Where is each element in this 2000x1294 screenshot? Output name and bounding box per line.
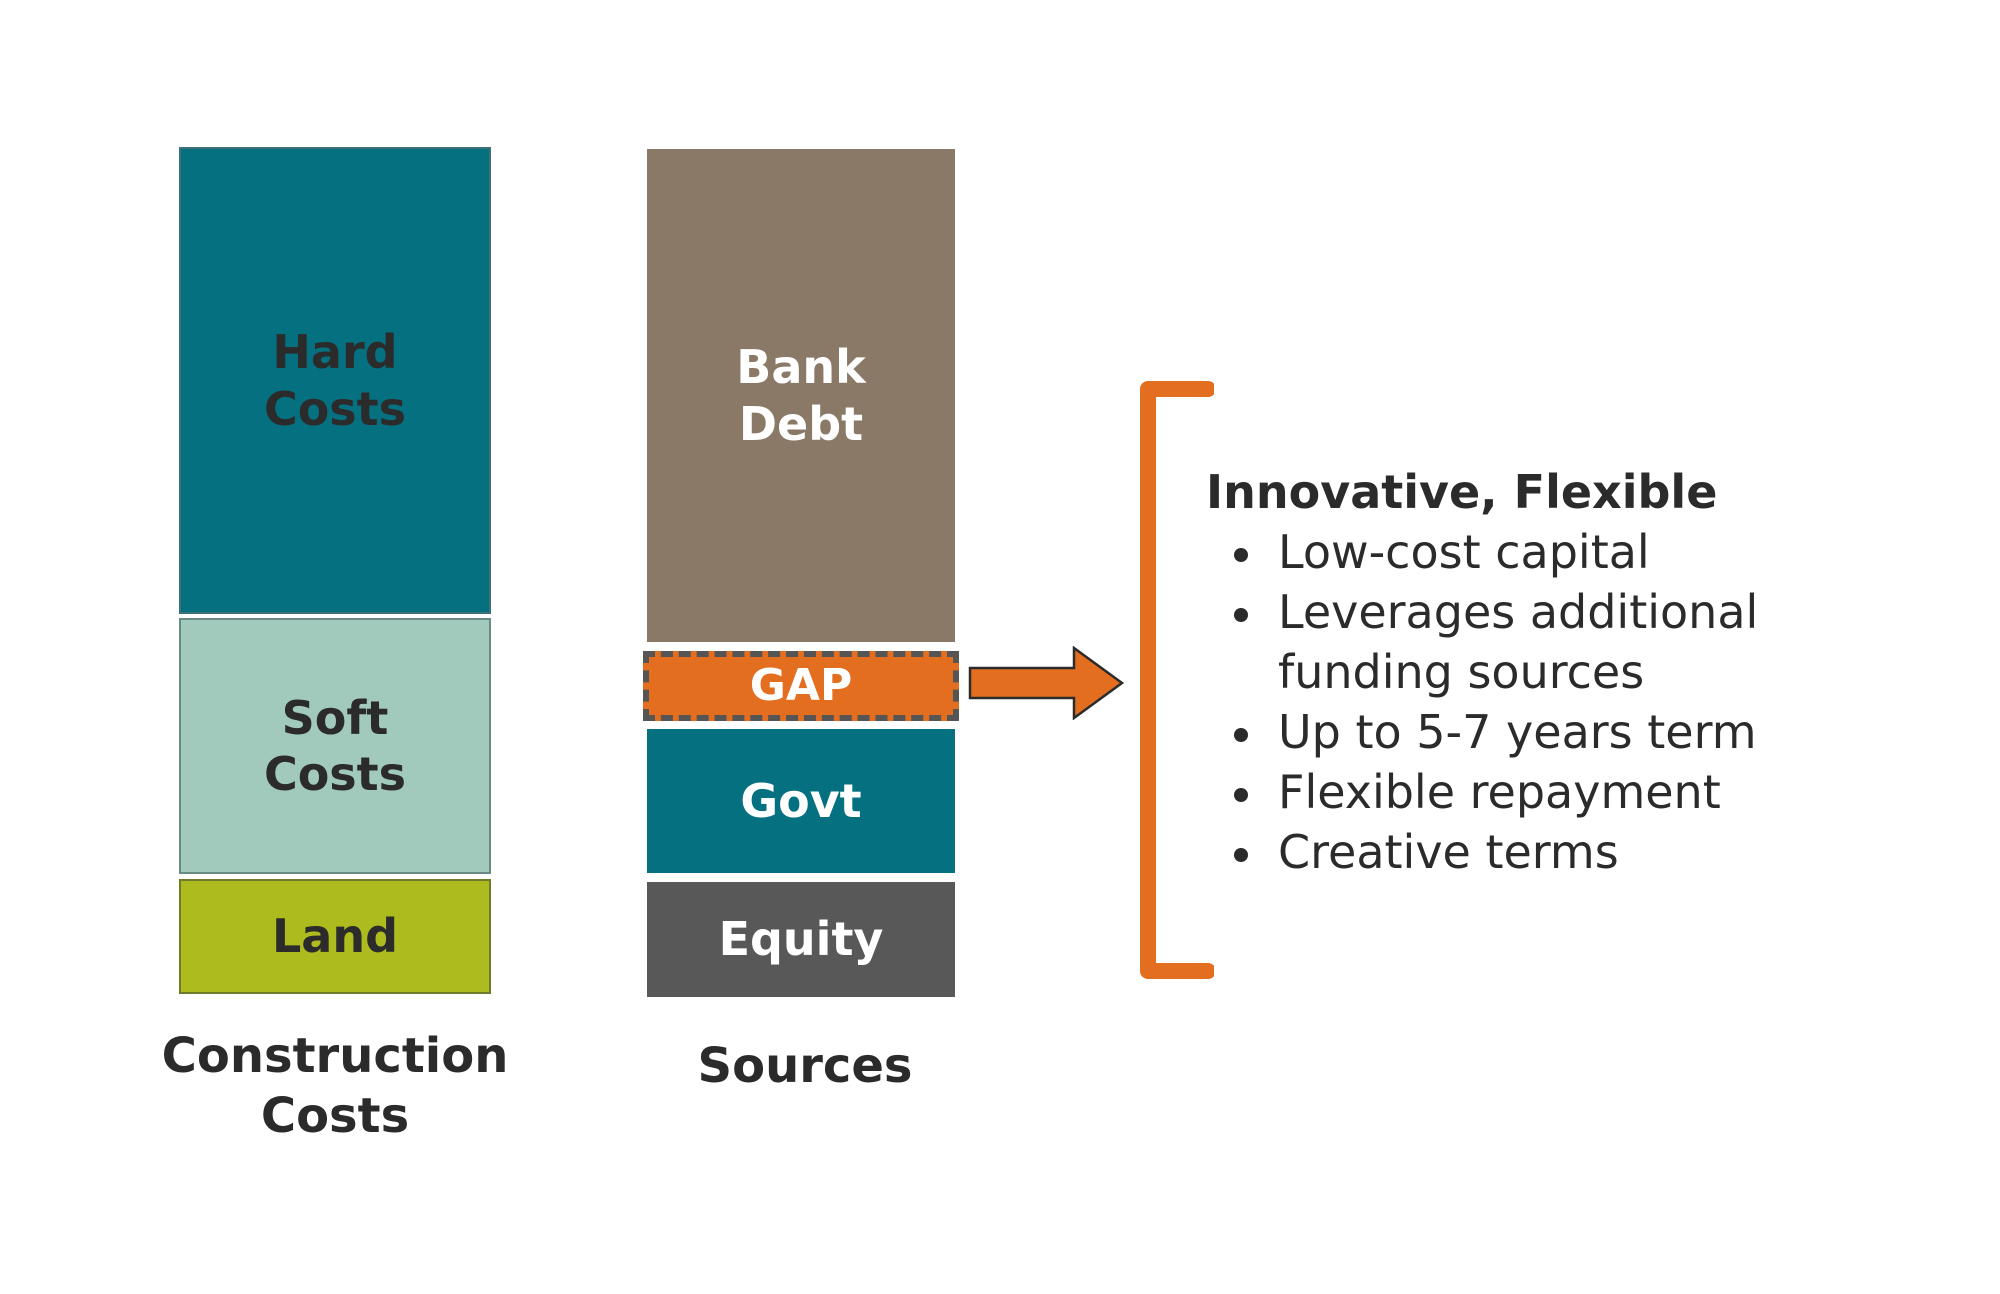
bullet-icon	[1234, 728, 1248, 742]
list-item: Flexible repayment	[1206, 762, 1838, 822]
bullet-icon	[1234, 608, 1248, 622]
sources-label: Sources	[697, 1038, 913, 1094]
equity-block: Equity	[645, 880, 957, 999]
list-item: Up to 5-7 years term	[1206, 702, 1838, 762]
list-item: Creative terms	[1206, 822, 1838, 882]
land-block: Land	[179, 879, 491, 994]
right-arrow-icon	[968, 646, 1125, 720]
govt-block: Govt	[645, 727, 957, 875]
benefits-title: Innovative, Flexible	[1206, 465, 1718, 519]
gap-block: GAP	[643, 651, 959, 721]
list-item: Low-cost capital	[1206, 522, 1838, 582]
bullet-icon	[1234, 788, 1248, 802]
benefits-list: Innovative, Flexible Low-cost capital Le…	[1206, 462, 1838, 882]
bullet-icon	[1234, 848, 1248, 862]
bullet-icon	[1234, 548, 1248, 562]
left-bracket-icon	[1140, 381, 1214, 979]
